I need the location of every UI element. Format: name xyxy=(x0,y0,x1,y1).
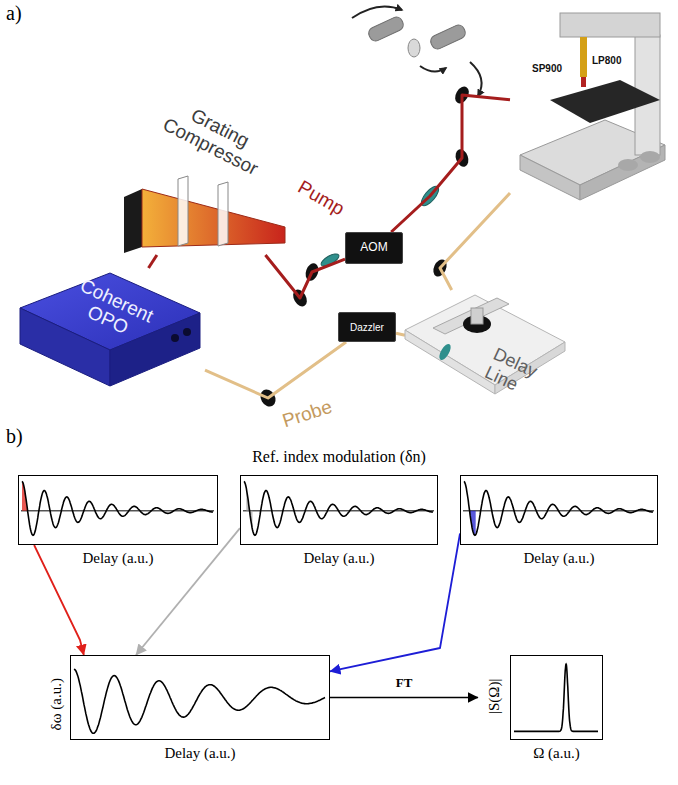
axis-label: |S(Ω)| xyxy=(486,656,503,736)
axis-label: Delay (a.u.) xyxy=(18,550,218,567)
signal-plot: Delay (a.u.) xyxy=(460,475,658,545)
plot-curve xyxy=(511,656,601,738)
signal-plot: Delay (a.u.) xyxy=(18,475,218,545)
plot-curve xyxy=(461,476,656,543)
device-label: AOM xyxy=(360,241,387,254)
device-label: Dazzler xyxy=(350,322,384,333)
waveform xyxy=(464,481,653,535)
laser-beam xyxy=(265,255,345,298)
arrow-connector xyxy=(34,545,84,655)
signal-plot: Delay (a.u.) xyxy=(240,475,438,545)
grating-compressor: Grating Compressor xyxy=(120,105,290,255)
panel-label: a) xyxy=(6,2,22,24)
axis-label: δω (a.u.) xyxy=(48,659,65,749)
axis-label: Delay (a.u.) xyxy=(70,745,330,762)
plot-frame xyxy=(510,655,603,740)
laser-beam xyxy=(149,255,157,268)
spectrum-plot: |S(Ω)|Ω (a.u.) xyxy=(478,655,603,740)
dazzler-box: Dazzler xyxy=(338,312,396,342)
waveform xyxy=(244,481,433,535)
waveform xyxy=(22,481,213,535)
beam-label: Pump xyxy=(294,177,347,220)
microscope-picture xyxy=(510,5,670,210)
axis-label: Delay (a.u.) xyxy=(460,550,658,567)
axis-label: Delay (a.u.) xyxy=(240,550,438,567)
filter-label: SP900 xyxy=(532,63,562,74)
arrow-connector xyxy=(136,528,240,655)
axis-label: Ω (a.u.) xyxy=(510,745,603,762)
waveform xyxy=(514,664,598,731)
filter-label: LP800 xyxy=(592,55,621,66)
laser-beam xyxy=(396,333,405,335)
microscope: LP800SP900 xyxy=(510,5,670,210)
laser-beam xyxy=(205,342,346,398)
laser-beam xyxy=(440,193,510,290)
waveform xyxy=(74,669,325,733)
aom-box: AOM xyxy=(345,232,403,264)
frequency-shift-plot: δω (a.u.)Delay (a.u.) xyxy=(70,655,330,740)
heading: Ref. index modulation (δn) xyxy=(0,448,678,466)
delay-line-stage-picture xyxy=(405,290,565,415)
plot-frame xyxy=(70,655,330,740)
delay-line-stage: Delay Line xyxy=(405,290,565,415)
plot-frame xyxy=(240,475,438,545)
plot-curve xyxy=(241,476,436,543)
plot-curve xyxy=(71,656,328,738)
laser-source-box: Coherent OPO xyxy=(15,268,205,388)
edge-label: FT xyxy=(394,676,415,690)
plot-frame xyxy=(18,475,218,545)
plot-curve xyxy=(19,476,216,543)
beam-label: Probe xyxy=(280,397,335,433)
device-label: Grating Compressor xyxy=(152,92,278,184)
panel-label: b) xyxy=(6,425,23,447)
scanner-mirrors xyxy=(352,6,482,96)
plot-frame xyxy=(460,475,658,545)
arrow-connector xyxy=(330,697,478,699)
